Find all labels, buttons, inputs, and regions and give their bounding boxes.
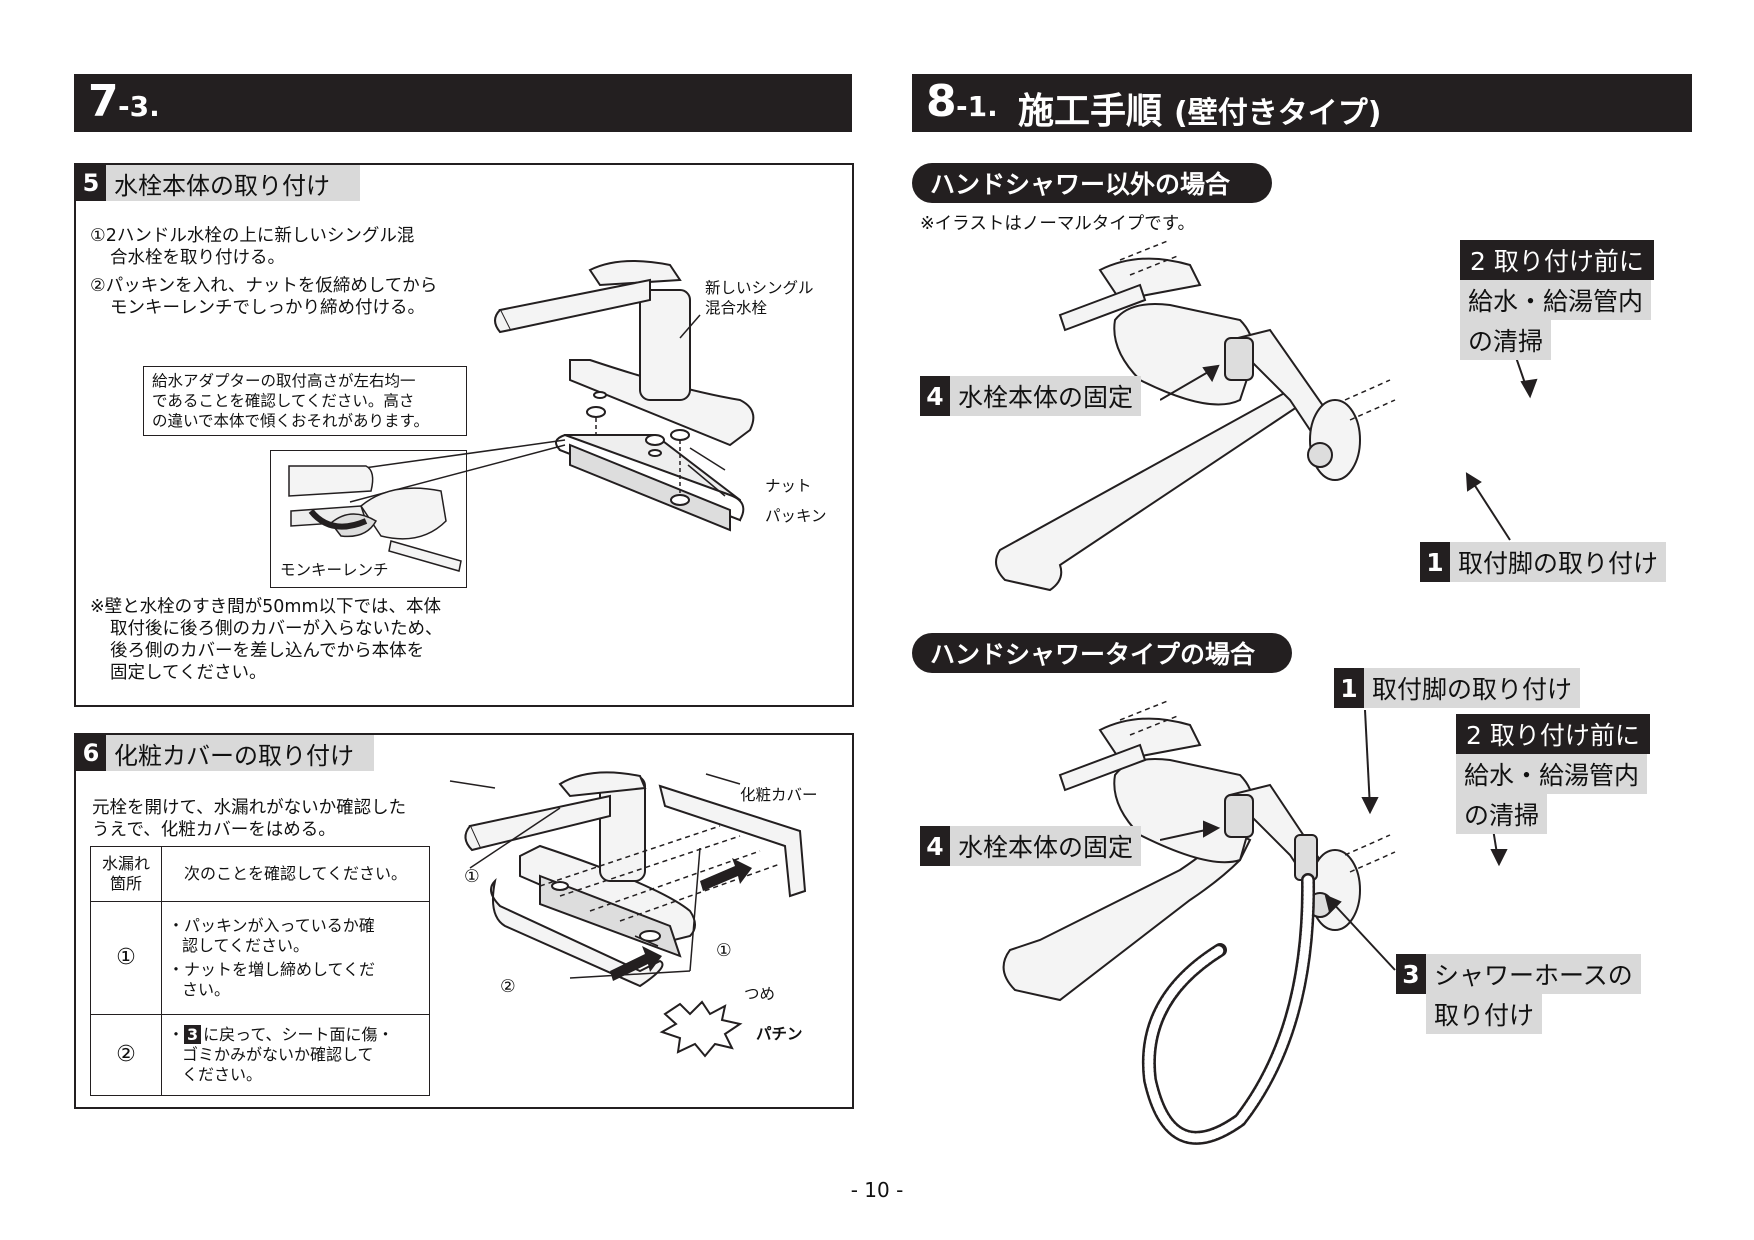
step5-faucet-illustration — [349, 260, 755, 532]
step-number: 1 — [1334, 668, 1364, 708]
step5-title: 5 水栓本体の取り付け — [76, 165, 360, 201]
section-subnumber: -3. — [118, 90, 160, 123]
case-b-leader-arrows — [1160, 709, 1508, 971]
table-row-content: ・パッキンが入っているか確 認してください。 ・ナットを増し締めしてくだ さい。 — [161, 901, 430, 1015]
table-row-key: ② — [90, 1014, 162, 1096]
step2-heading: 2 取り付け前に — [1456, 714, 1650, 754]
step6-title: 6 化粧カバーの取り付け — [76, 735, 374, 771]
step6-cover-illustration — [449, 771, 807, 1058]
table-header-check: 次のことを確認してください。 — [161, 846, 430, 902]
section-8-1-header: 8 -1. 施工手順 (壁付きタイプ) — [912, 74, 1692, 132]
table-row-key: ① — [90, 901, 162, 1015]
step-number: 4 — [920, 826, 950, 866]
snap-sound-label: パチン — [756, 1025, 803, 1043]
page-number: - 10 - — [850, 1178, 904, 1202]
section-7-3-header: 7 -3. — [74, 74, 852, 132]
step5-gap-note: ※壁と水栓のすき間が50mm以下では、本体 取付後に後ろ側のカバーが入らないため… — [90, 597, 443, 683]
step-number: 6 — [76, 735, 106, 771]
case-b-step2-callout: 2 取り付け前に 給水・給湯管内 の清掃 — [1456, 714, 1650, 834]
step6-instructions: 元栓を開けて、水漏れがないか確認した うえで、化粧カバーをはめる。 — [92, 798, 407, 840]
step5-instructions: ①2ハンドル水栓の上に新しいシングル混 合水栓を取り付ける。 ②パッキンを入れ、… — [90, 226, 438, 318]
section-subnumber: -1. — [956, 90, 998, 123]
step-number: 5 — [76, 165, 106, 201]
case-b-heading: ハンドシャワータイプの場合 — [912, 633, 1292, 673]
cover-label: 化粧カバー — [740, 786, 818, 804]
section-number: 7 — [88, 76, 119, 127]
section-title-paren: (壁付きタイプ) — [1174, 96, 1382, 131]
step-number: 3 — [1396, 954, 1426, 994]
case-a-faucet-illustration — [995, 239, 1396, 592]
new-faucet-label: 新しいシングル 混合水栓 — [705, 279, 814, 317]
step-ref-badge: 3 — [184, 1025, 202, 1044]
packing-label: パッキン — [765, 507, 827, 525]
step6-panel — [74, 733, 854, 1109]
adapter-height-note: 給水アダプターの取付高さが左右均一 であることを確認してください。高さ の違いで… — [143, 366, 467, 436]
table-header-location: 水漏れ 箇所 — [90, 846, 162, 902]
case-a-step2-callout: 2 取り付け前に 給水・給湯管内 の清掃 — [1460, 240, 1654, 360]
case-b-faucet-illustration — [1002, 700, 1396, 1145]
section-title: 施工手順 — [1018, 91, 1163, 132]
step-title: 水栓本体の取り付け — [106, 165, 360, 201]
wrench-hand-drawing — [288, 465, 462, 572]
step-number: 1 — [1420, 542, 1450, 582]
case-a-leader-arrows — [1160, 340, 1538, 541]
step-number: 4 — [920, 376, 950, 416]
wrench-label: モンキーレンチ — [278, 560, 391, 580]
leak-check-table: 水漏れ 箇所 次のことを確認してください。 ① ・パッキンが入っているか確 認し… — [90, 846, 430, 1096]
marker-1-bottom: ① — [716, 941, 732, 961]
section-number: 8 — [926, 76, 957, 127]
step-title: 化粧カバーの取り付け — [106, 735, 374, 771]
nut-label: ナット — [765, 477, 812, 495]
case-a-heading: ハンドシャワー以外の場合 — [912, 163, 1272, 203]
claw-label: つめ — [744, 985, 776, 1003]
marker-2: ② — [500, 977, 516, 997]
wrench-inset — [270, 450, 467, 588]
step2-heading: 2 取り付け前に — [1460, 240, 1654, 280]
case-a-note: ※イラストはノーマルタイプです。 — [920, 214, 1196, 234]
step5-panel — [74, 163, 854, 707]
marker-1-top: ① — [464, 867, 480, 887]
